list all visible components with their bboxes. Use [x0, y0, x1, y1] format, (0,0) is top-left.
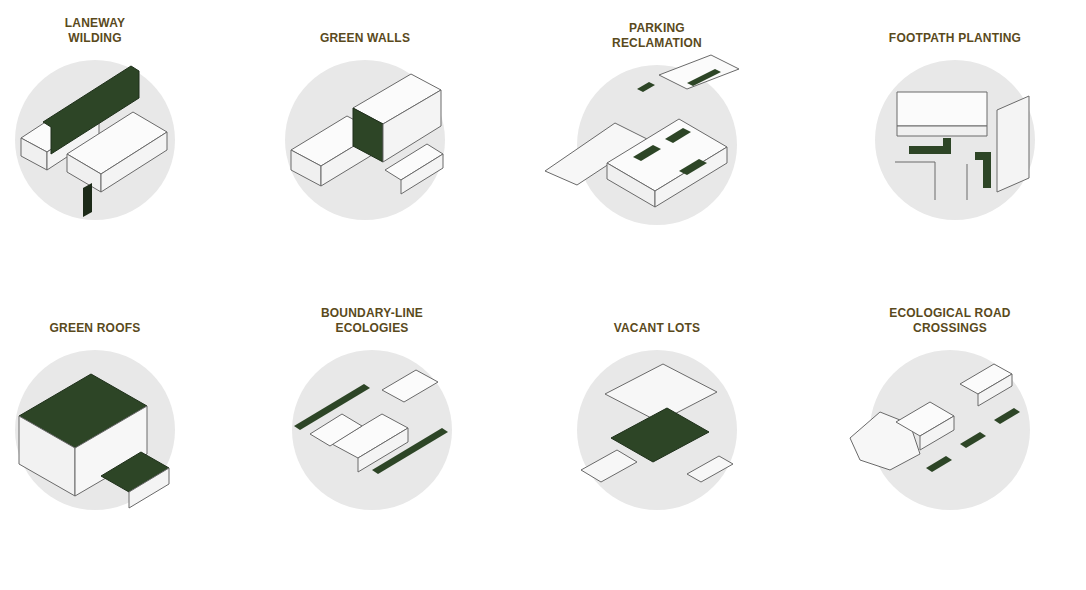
- vignette-title: BOUNDARY-LINE ECOLOGIES: [313, 306, 431, 336]
- vignette-node: FOOTPATH PLANTING: [870, 31, 1040, 220]
- vignette-title: VACANT LOTS: [592, 321, 722, 336]
- vignette-title: ECOLOGICAL ROAD CROSSINGS: [883, 306, 1017, 336]
- vignette-node: BOUNDARY-LINE ECOLOGIES: [292, 306, 452, 510]
- vignette-node: VACANT LOTS: [577, 321, 737, 510]
- laneway-vignette: [15, 60, 175, 220]
- vignette-node: ECOLOGICAL ROAD CROSSINGS: [870, 306, 1030, 510]
- boundary-vignette: [292, 350, 452, 510]
- green-walls-vignette: [285, 60, 445, 220]
- vignette-node: LANEWAY WILDING: [15, 16, 175, 220]
- green-roofs-vignette: [15, 350, 175, 510]
- vignette-title: PARKING RECLAMATION: [605, 21, 709, 51]
- vignette-node: GREEN WALLS: [285, 31, 445, 220]
- crossings-vignette: [850, 350, 1030, 510]
- vignette-title: GREEN ROOFS: [30, 321, 160, 336]
- vignette-title: GREEN WALLS: [300, 31, 430, 46]
- footpath-vignette: [875, 60, 1035, 220]
- vignette-title: LANEWAY WILDING: [49, 16, 141, 46]
- parking-vignette: [545, 55, 739, 225]
- vignette-title: FOOTPATH PLANTING: [870, 31, 1040, 46]
- vacant-lots-vignette: [577, 350, 737, 510]
- vignette-node: PARKING RECLAMATION: [577, 21, 737, 225]
- vignette-node: GREEN ROOFS: [15, 321, 175, 510]
